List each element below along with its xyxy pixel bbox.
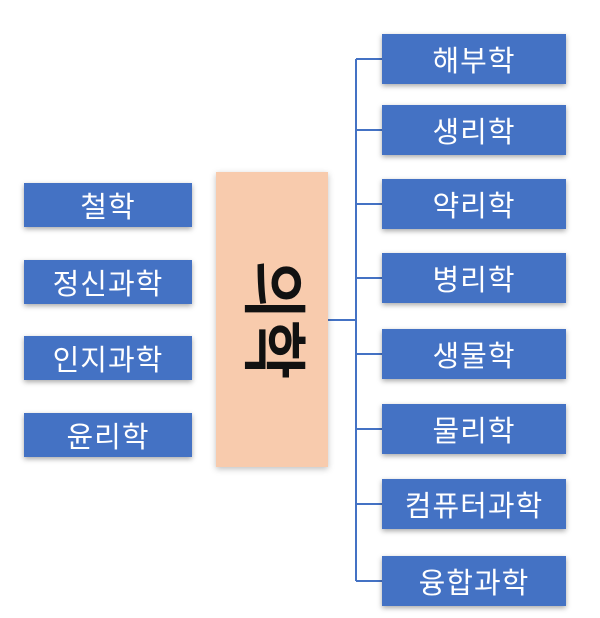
right-item-pharmacology: 약리학	[382, 179, 566, 229]
left-item-ethics: 윤리학	[24, 413, 192, 457]
right-item-physics: 물리학	[382, 404, 566, 454]
right-item-biology: 생물학	[382, 329, 566, 379]
right-item-convergence-science: 융합과학	[382, 556, 566, 606]
right-item-pathology: 병리학	[382, 253, 566, 303]
center-node: 의학	[216, 172, 328, 467]
right-item-computer-science: 컴퓨터과학	[382, 479, 566, 529]
center-label: 의학	[235, 260, 309, 379]
left-item-philosophy: 철학	[24, 183, 192, 227]
left-item-cognitive-science: 인지과학	[24, 336, 192, 380]
right-item-physiology: 생리학	[382, 105, 566, 155]
left-item-psychiatry: 정신과학	[24, 260, 192, 304]
right-item-anatomy: 해부학	[382, 34, 566, 84]
